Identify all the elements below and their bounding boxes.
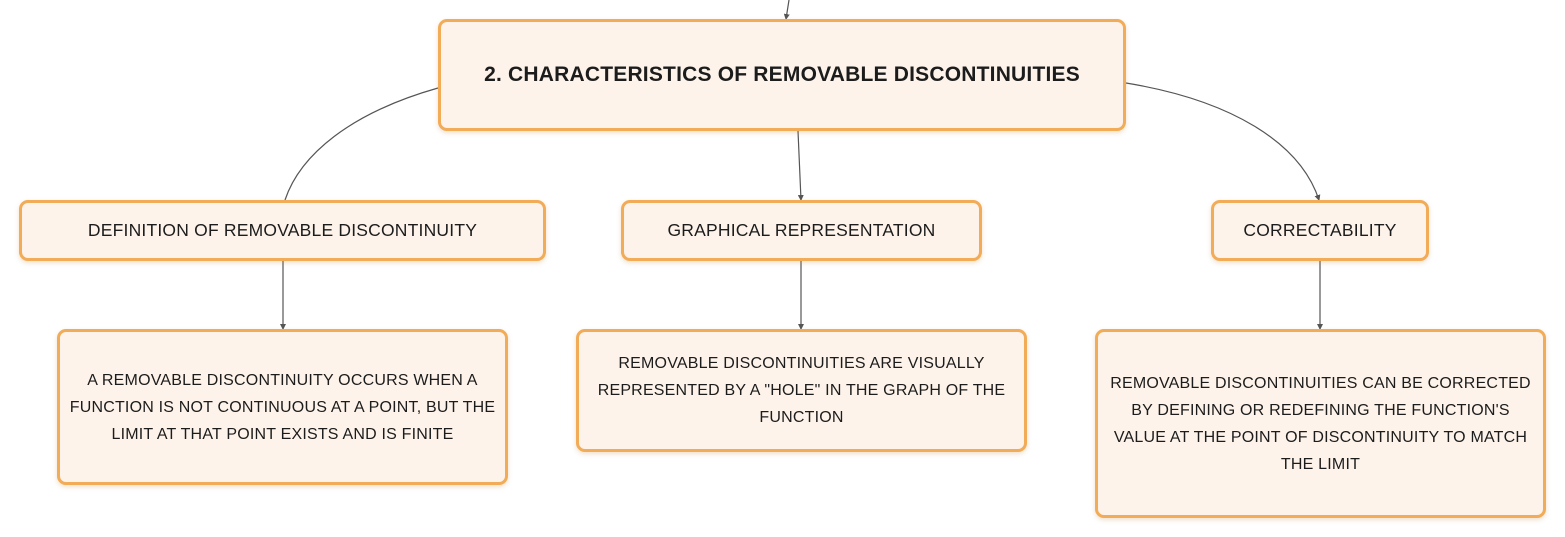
detail-node-graphical-representation[interactable]: REMOVABLE DISCONTINUITIES ARE VISUALLY R… [576,329,1027,452]
detail-node-text: REMOVABLE DISCONTINUITIES ARE VISUALLY R… [597,355,1006,426]
detail-node-text: A REMOVABLE DISCONTINUITY OCCURS WHEN A … [69,371,496,443]
detail-node-text: REMOVABLE DISCONTINUITIES CAN BE CORRECT… [1110,374,1531,473]
branch-node-label: GRAPHICAL REPRESENTATION [667,220,936,240]
connector-root-to-graphical [797,130,804,201]
root-node-label: 2. CHARACTERISTICS OF REMOVABLE DISCONTI… [484,63,1080,86]
branch-node-label: DEFINITION OF REMOVABLE DISCONTINUITY [87,220,478,240]
root-node[interactable]: 2. CHARACTERISTICS OF REMOVABLE DISCONTI… [438,19,1126,131]
branch-node-definition[interactable]: DEFINITION OF REMOVABLE DISCONTINUITY [19,200,546,261]
connector-root-to-definition [284,87,439,201]
branch-node-graphical-representation[interactable]: GRAPHICAL REPRESENTATION [621,200,982,261]
incoming-connector [783,0,790,20]
detail-node-definition[interactable]: A REMOVABLE DISCONTINUITY OCCURS WHEN A … [57,329,508,485]
connector-root-to-correctability [1125,82,1321,201]
detail-node-correctability[interactable]: REMOVABLE DISCONTINUITIES CAN BE CORRECT… [1095,329,1546,518]
branch-node-label: CORRECTABILITY [1243,220,1397,240]
branch-node-correctability[interactable]: CORRECTABILITY [1211,200,1429,261]
